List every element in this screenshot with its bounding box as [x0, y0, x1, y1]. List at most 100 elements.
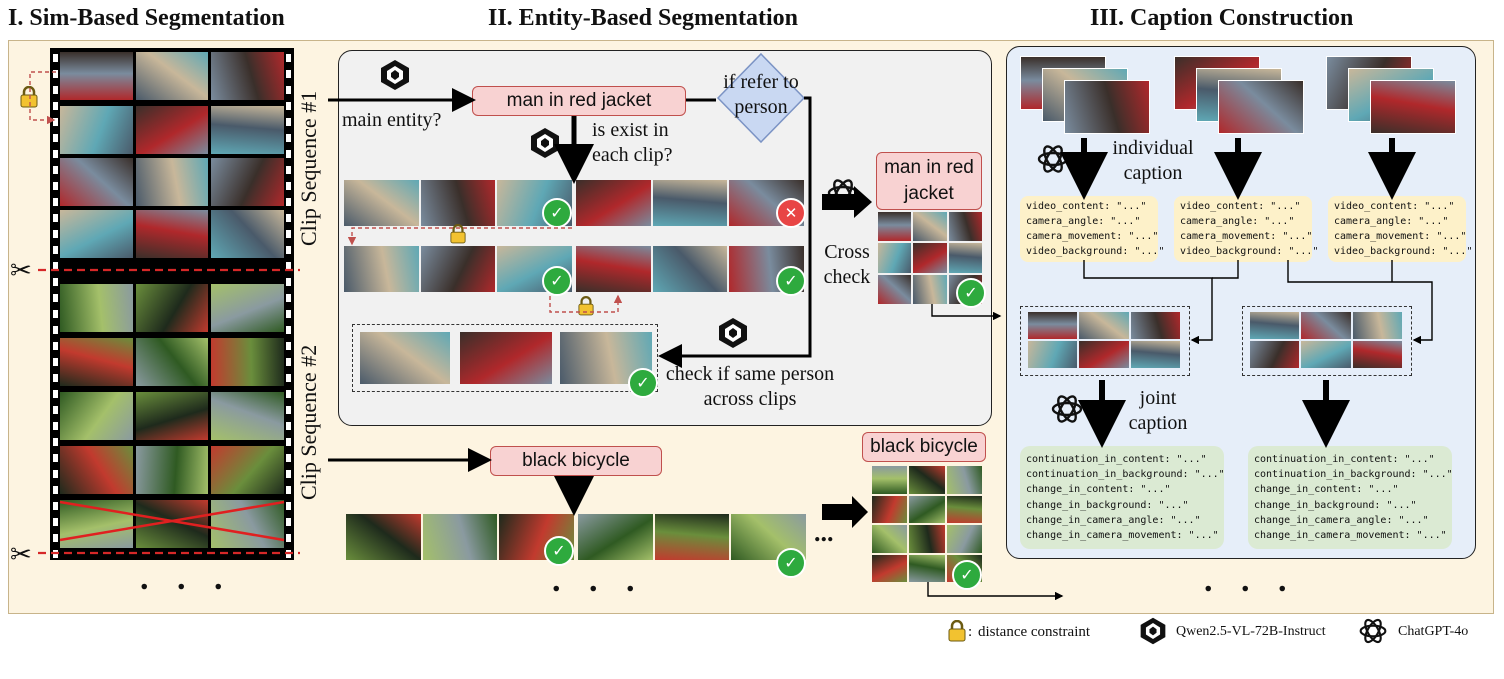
sprocket-hole	[286, 134, 291, 142]
clip-collage	[878, 212, 982, 304]
entity-more-dots: . . .	[552, 562, 645, 599]
sprocket-hole	[53, 262, 58, 270]
check-icon: ✓	[544, 536, 574, 566]
film-frame	[135, 210, 209, 258]
clip-frame	[913, 274, 947, 304]
clip-frame	[652, 180, 728, 226]
legend-qwen-text: Qwen2.5-VL-72B-Instruct	[1176, 624, 1326, 639]
sprocket-hole	[53, 326, 58, 334]
film-frame	[211, 284, 285, 332]
chatgpt-logo-icon	[1358, 616, 1388, 651]
sprocket-hole	[286, 454, 291, 462]
film-frame	[60, 106, 133, 154]
sprocket-hole	[286, 390, 291, 398]
clip-frame	[872, 466, 908, 494]
entity-ellipsis: ...	[814, 518, 834, 547]
clip-frame	[946, 495, 982, 523]
clip-frame	[909, 466, 945, 494]
film-frame	[211, 210, 285, 258]
entity-black-bicycle: black bicycle	[490, 446, 662, 476]
individual-caption-box: video_content: "..." camera_angle: "..."…	[1328, 196, 1472, 262]
film-frame	[60, 158, 133, 206]
sprocket-hole	[286, 230, 291, 238]
film-frame	[211, 106, 285, 154]
sprocket-hole	[286, 470, 291, 478]
film-frame-row	[60, 446, 285, 494]
lock-icon	[578, 296, 594, 321]
stacked-frame	[1218, 80, 1304, 134]
clip-frame	[878, 243, 912, 273]
film-frame	[60, 284, 133, 332]
sprocket-hole	[53, 454, 58, 462]
check-icon: ✓	[542, 266, 572, 296]
clip-frame	[909, 525, 945, 553]
clip-frame	[420, 180, 496, 226]
clip-frame	[872, 525, 908, 553]
film-frame	[211, 392, 285, 440]
film-frame	[60, 446, 133, 494]
sprocket-hole	[53, 486, 58, 494]
film-frame	[135, 338, 209, 386]
film-frame	[135, 446, 209, 494]
sprocket-hole	[53, 198, 58, 206]
sprocket-hole	[286, 278, 291, 286]
clip-frame	[576, 246, 651, 292]
joint-pair-group	[1020, 306, 1190, 376]
clip-frame	[652, 246, 728, 292]
clip-frame	[946, 466, 982, 494]
clip-frame	[1301, 341, 1351, 368]
stacked-frame	[1370, 80, 1456, 134]
sprocket-hole	[286, 486, 291, 494]
sprocket-hole	[53, 374, 58, 382]
individual-caption-box: video_content: "..." camera_angle: "..."…	[1020, 196, 1164, 262]
sprocket-hole	[53, 342, 58, 350]
clip-frame	[913, 243, 947, 273]
sprocket-hole	[53, 294, 58, 302]
sprocket-hole	[286, 326, 291, 334]
film-frame	[135, 284, 209, 332]
clip-frame	[1301, 312, 1351, 339]
clip-frame	[948, 212, 982, 242]
clip-frame	[1250, 312, 1300, 339]
sprocket-hole	[286, 358, 291, 366]
qwen-logo-icon	[378, 58, 412, 97]
check-icon: ✓	[956, 278, 986, 308]
qwen-logo-icon	[528, 126, 562, 165]
film-frame-row	[60, 52, 285, 100]
clip-frame	[909, 554, 945, 582]
clip-frame	[420, 246, 496, 292]
sprocket-hole	[286, 214, 291, 222]
film-frame	[211, 52, 285, 100]
legend-lock-colon: :	[968, 624, 973, 640]
sprocket-hole	[53, 470, 58, 478]
film-frame	[211, 338, 285, 386]
clip-frame	[1079, 312, 1129, 339]
clip-frame	[578, 514, 653, 560]
clip-frame	[1028, 312, 1078, 339]
entity-man-red-jacket-result: man in red jacket	[876, 152, 982, 210]
film-frame	[211, 158, 285, 206]
sprocket-hole	[286, 246, 291, 254]
sprocket-hole	[286, 422, 291, 430]
film-frame	[135, 392, 209, 440]
clip-frame	[1352, 341, 1402, 368]
section-title-caption: III. Caption Construction	[1090, 5, 1354, 31]
legend-gpt-text: ChatGPT-4o	[1398, 624, 1469, 639]
sprocket-hole	[53, 134, 58, 142]
refer-person-question: if refer to person	[723, 71, 799, 118]
clip-frame	[344, 246, 419, 292]
sprocket-hole	[286, 534, 291, 542]
frame-stack	[1020, 56, 1150, 136]
clip-frame	[1079, 341, 1129, 368]
sprocket-hole	[53, 278, 58, 286]
sprocket-hole	[53, 358, 58, 366]
same-person-question: check if same person across clips	[665, 363, 835, 410]
clip-frame	[872, 554, 908, 582]
sprocket-hole	[286, 438, 291, 446]
sprocket-hole	[286, 374, 291, 382]
sprocket-hole	[286, 70, 291, 78]
clip-frame	[654, 514, 730, 560]
film-frame-row	[60, 158, 285, 206]
film-frame	[60, 52, 133, 100]
frame-stack	[1174, 56, 1304, 136]
